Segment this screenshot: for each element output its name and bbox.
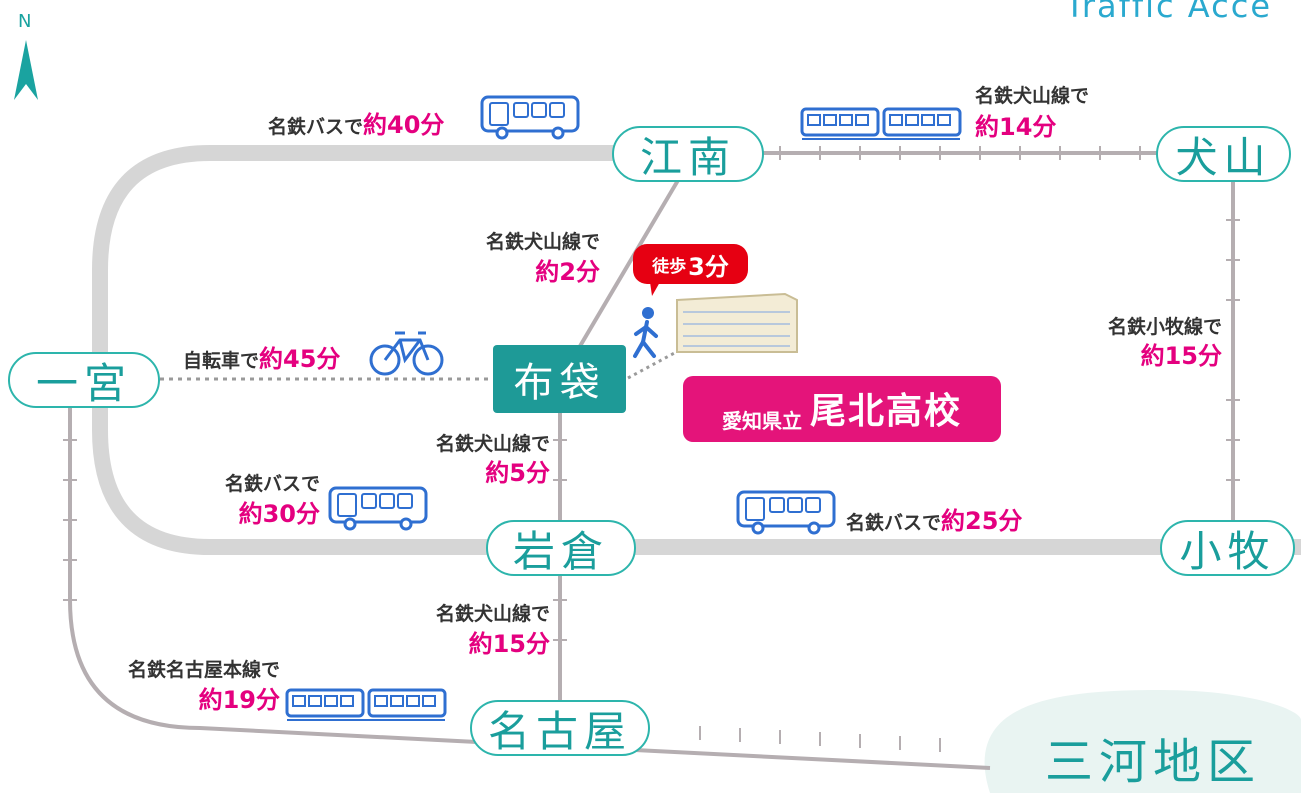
station-komaki[interactable]: 小牧: [1160, 520, 1295, 576]
route-inuyama-komaki-time: 約15分: [1140, 342, 1222, 370]
route-time: 約45分: [259, 345, 341, 373]
walker-icon: [633, 307, 658, 358]
route-iwakura-nagoya-time: 約15分: [468, 630, 550, 658]
route-mode: 名鉄バスで: [268, 116, 364, 138]
school-label[interactable]: 愛知県立 尾北高校: [683, 376, 1001, 442]
route-hotei-iwakura-mode: 名鉄犬山線で: [435, 433, 550, 455]
route-hotei-konan-time: 約2分: [535, 258, 600, 286]
route-iwakura-komaki: 名鉄バスで約25分: [846, 507, 1023, 536]
route-ichinomiya-hotei: 自転車で約45分: [183, 345, 341, 374]
station-hotei[interactable]: 布袋: [493, 345, 626, 413]
route-konan-inuyama-time: 約14分: [975, 113, 1057, 141]
train-icon: [285, 688, 447, 722]
route-ichinomiya-konan: 名鉄バスで約40分: [268, 111, 445, 140]
route-ichinomiya-nagoya-mode: 名鉄名古屋本線で: [127, 659, 280, 681]
rail-ticks: [63, 146, 1240, 752]
page-header: Traffic Acce: [1065, 0, 1272, 25]
bus-icon: [328, 486, 428, 531]
route-time: 約25分: [941, 507, 1023, 535]
route-hotei-iwakura-time: 約5分: [485, 459, 550, 487]
route-inuyama-komaki-mode: 名鉄小牧線で: [1107, 316, 1222, 338]
route-konan-inuyama-mode: 名鉄犬山線で: [975, 85, 1090, 107]
walk-time-bubble: 徒歩 3分: [633, 244, 748, 284]
bicycle-icon: [369, 331, 444, 376]
school-name: 尾北高校: [809, 391, 962, 432]
school-building-icon: [676, 292, 798, 353]
train-icon: [800, 107, 962, 141]
north-arrow-icon: [14, 40, 38, 100]
school-prefix: 愛知県立: [721, 409, 802, 433]
route-ichinomiya-iwakura-mode: 名鉄バスで: [224, 473, 320, 495]
region-mikawa: 三河地区: [1045, 734, 1262, 790]
road-loop: [92, 145, 1301, 555]
route-mode: 自転車で: [183, 350, 260, 372]
route-ichinomiya-iwakura-time: 約30分: [238, 500, 320, 528]
route-iwakura-nagoya-mode: 名鉄犬山線で: [435, 603, 550, 625]
route-mode: 名鉄バスで: [846, 512, 942, 534]
bus-icon: [480, 95, 580, 140]
route-ichinomiya-nagoya-time: 約19分: [198, 686, 280, 714]
walk-label: 徒歩: [652, 256, 687, 277]
walk-bubble-tail: [650, 282, 660, 296]
compass-north-label: N: [18, 11, 32, 32]
bus-icon: [736, 490, 836, 535]
walk-time: 3分: [688, 252, 729, 281]
station-iwakura[interactable]: 岩倉: [486, 520, 636, 576]
station-nagoya[interactable]: 名古屋: [470, 700, 650, 756]
station-ichinomiya[interactable]: 一宮: [8, 352, 160, 408]
route-time: 約40分: [363, 111, 445, 139]
station-konan[interactable]: 江南: [612, 126, 764, 182]
route-hotei-konan-mode: 名鉄犬山線で: [485, 231, 600, 253]
mikawa-region: [984, 690, 1301, 793]
station-inuyama[interactable]: 犬山: [1156, 126, 1291, 182]
walk-path: [627, 348, 681, 380]
